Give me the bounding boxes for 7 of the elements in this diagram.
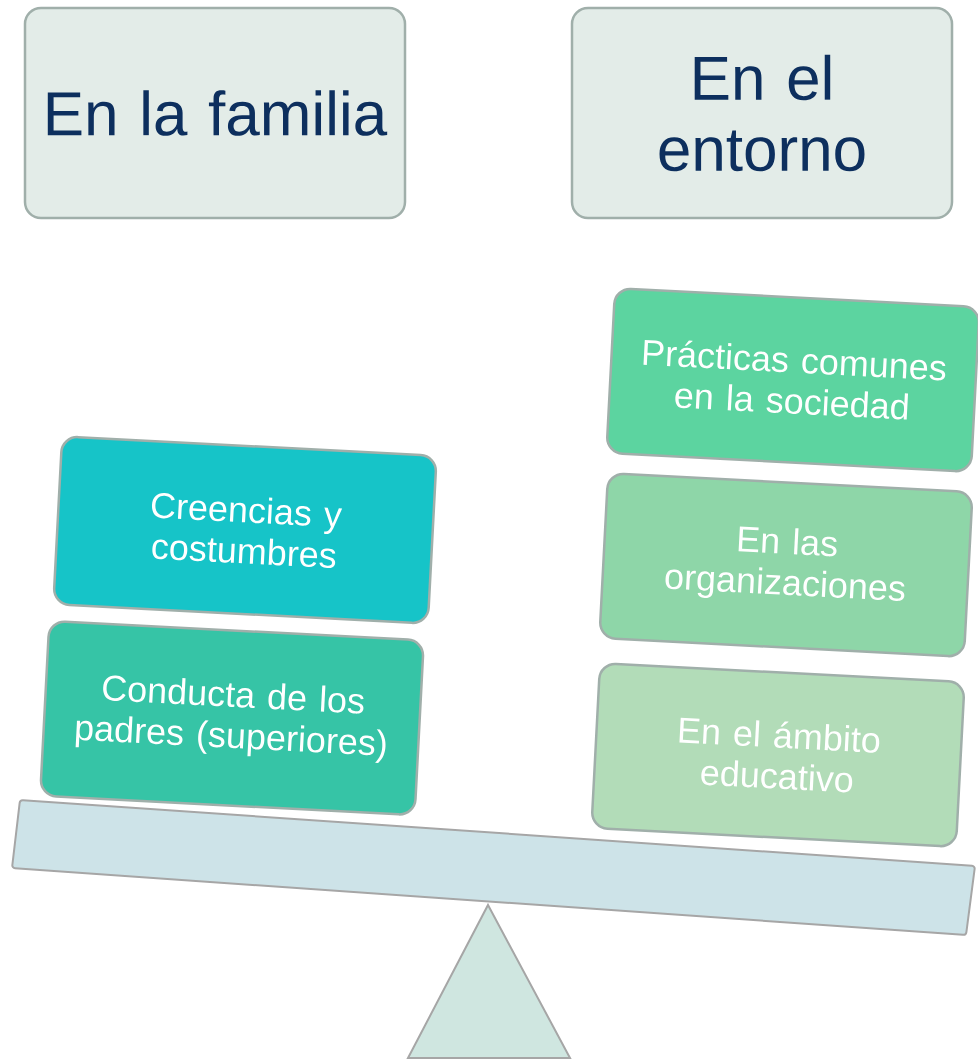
factor-box: Creencias y costumbres (52, 435, 438, 625)
factor-box: Conducta de los padres (superiores) (39, 620, 425, 816)
factor-box: Prácticas comunes en la sociedad (606, 287, 978, 473)
category-box: En el entorno (570, 6, 954, 220)
factor-box: En las organizaciones (599, 472, 973, 658)
category-box: En la familia (23, 6, 407, 220)
factor-box: En el ámbito educativo (591, 662, 965, 848)
